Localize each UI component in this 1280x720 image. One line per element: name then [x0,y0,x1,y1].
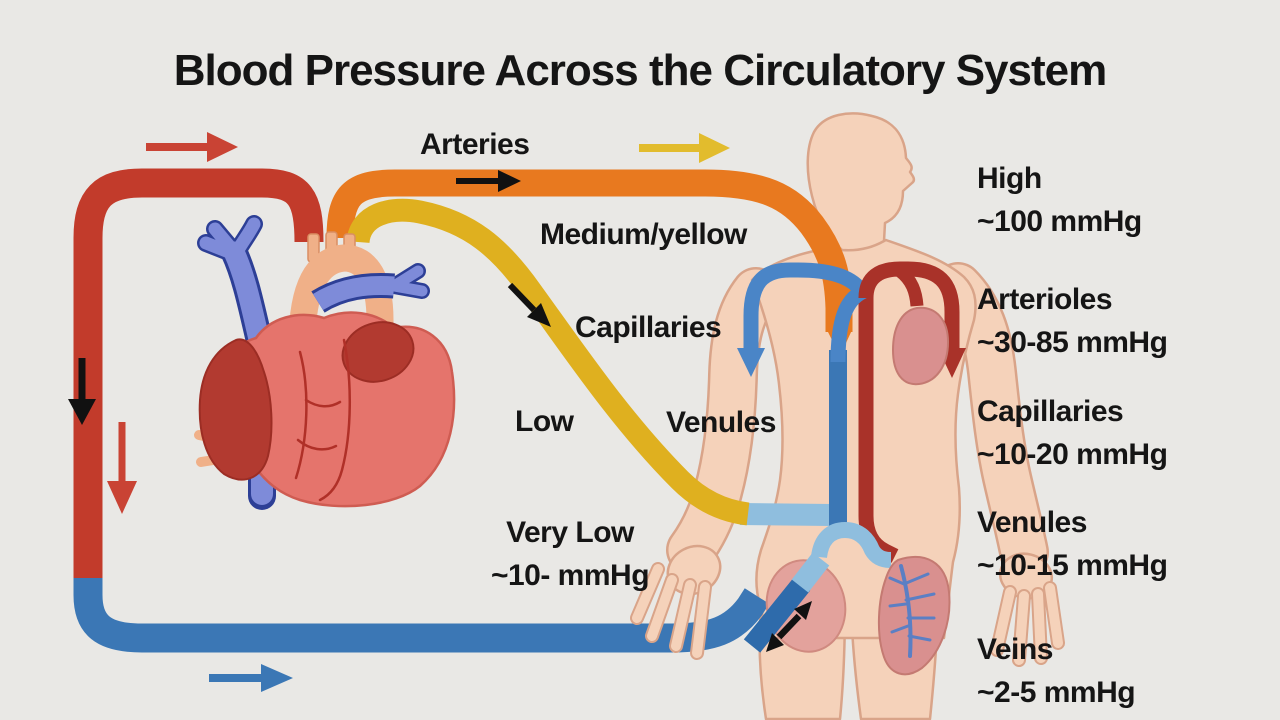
legend-value: ~10-20 mmHg [977,438,1168,471]
organ-branch [895,265,924,307]
body-hands [630,544,1065,667]
label-very-low: Very Low ~10- mmHg [455,511,685,597]
page-title: Blood Pressure Across the Circulatory Sy… [173,46,1108,95]
organ-veins [899,564,913,658]
capillary-tube-yellow [346,198,833,526]
legend-venules: Venules ~10-15 mmHg [977,501,1168,587]
black-double-arrow [776,613,802,640]
label-very-low-value: ~10- mmHg [490,559,650,592]
legend-value: ~2-5 mmHg [977,676,1136,709]
legend-arterioles: Arterioles ~30-85 mmHg [977,278,1168,364]
legend-label: Veins [977,633,1053,666]
heart-right-atrium [198,338,273,481]
vein-tube-blue [73,570,770,653]
blue-loop-arrowhead [737,348,765,377]
legend-value: ~30-85 mmHg [977,326,1168,359]
label-low: Low [515,405,574,438]
legend-label: Capillaries [977,395,1124,428]
legend-label: High [977,162,1042,195]
hip-venule-arc [811,521,892,568]
label-very-low-text: Very Low [506,516,634,549]
heart-left-atrium [341,321,415,383]
legend-value: ~10-15 mmHg [977,549,1168,582]
label-venules: Venules [666,406,776,439]
shoulder-loop-dark-red [858,261,960,350]
label-medium-yellow: Medium/yellow [540,218,747,251]
legend-high: High ~100 mmHg [977,157,1142,243]
hip-vein-light-blue [791,552,830,593]
body-head [806,112,916,252]
heart-illustration [194,215,456,510]
legend-label: Venules [977,506,1087,539]
shoulder-loop-blue [743,262,873,363]
chest-organ [891,306,950,386]
black-capillary-arrow [507,282,537,313]
venule-tube-light-blue [739,503,833,526]
systemic-circuit-tubes [73,168,770,653]
flow-arrows [68,132,812,692]
legend-capillaries: Capillaries ~10-20 mmHg [977,390,1168,476]
legend-veins: Veins ~2-5 mmHg [977,628,1136,714]
legend-value: ~100 mmHg [977,205,1142,238]
label-arteries: Arteries [420,128,530,161]
legend-label: Arterioles [977,283,1113,316]
coronary-arteries [294,338,351,502]
label-capillaries: Capillaries [575,311,722,344]
hip-organ-right [877,555,951,676]
artery-tube-red [73,168,324,578]
hip-vein-dark-blue [743,577,811,653]
in-body-vessels [737,261,966,676]
